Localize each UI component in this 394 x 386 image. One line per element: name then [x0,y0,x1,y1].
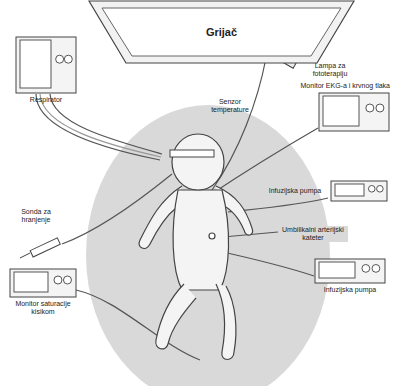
device-screen [319,262,355,278]
leg [156,284,196,349]
navel [209,233,215,239]
callout-label: Sonda za hranjenje [8,208,64,224]
head [172,134,224,190]
syringe [20,238,60,258]
device-box: Respirator [10,36,82,104]
device-symbol [9,268,77,298]
tube [50,94,162,154]
heater-label: Grijač [206,26,237,39]
leg [216,284,236,360]
heater-frame [89,1,354,63]
device-case [315,259,385,283]
device-knob [376,104,384,112]
wires [36,58,328,360]
device-knob [377,186,384,193]
device-case [16,37,76,93]
syringe-barrel [30,238,60,257]
device-symbol [15,36,77,94]
eye-shield [170,150,214,157]
device-symbol [318,92,390,132]
heater-panel [102,8,341,56]
device-label: Respirator [30,96,62,104]
device-knob [372,265,380,273]
device-case [319,93,389,131]
device-case [10,269,76,297]
device-knob [56,55,64,63]
ecg-wire [210,128,318,195]
callout-label: Lampa za fototerapiju [300,62,360,78]
heater-box: Grijač [88,0,355,64]
device-box: Infuzijska pumpa [310,258,390,294]
device-label: Monitor EKG-a i krvnog tlaka [301,82,390,90]
device-symbol [314,258,386,284]
callout-label: Senzor temperature [200,98,260,114]
device-knob [362,265,370,273]
device-screen [335,184,364,196]
device-knob [54,276,62,284]
torso [173,190,229,290]
baby [139,134,253,360]
device-symbol [330,180,388,202]
device-knob [64,55,72,63]
device-label: Infuzijska pumpa [324,286,377,294]
infusion-line [214,250,314,276]
tube [36,94,160,160]
device-screen [323,96,359,126]
tube [40,94,161,157]
device-knob [368,186,375,193]
device-screen [20,40,51,88]
device-label: Monitor saturacije kisikom [6,300,80,316]
syringe-plunger [20,253,30,258]
device-screen [14,272,48,292]
device-knob [63,276,71,284]
device-label: Infuzijska pumpa [262,187,328,195]
device-box: Monitor EKG-a i krvnog tlaka [298,82,390,132]
device-knob [366,104,374,112]
device-case [331,181,387,201]
device-box: Monitor saturacije kisikom [6,268,80,316]
device-box: Infuzijska pumpa [262,180,388,202]
callout-label: Umbilikalni arterijski kateter [278,226,348,242]
